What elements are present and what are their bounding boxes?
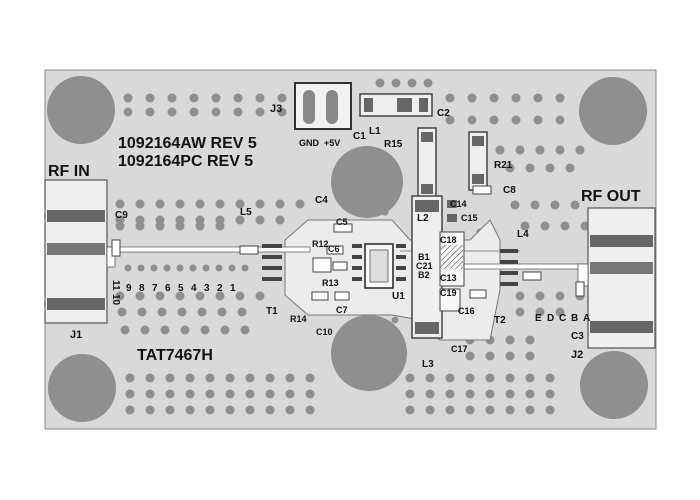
ref-c15: C15 — [461, 213, 478, 223]
l1-inductor — [359, 93, 433, 117]
ref-c21: C21 — [416, 261, 433, 271]
ref-l2: L2 — [417, 213, 429, 224]
part-line-2: 1092164PC REV 5 — [118, 153, 253, 170]
pad-number-row: 10 9 8 7 6 5 4 3 2 1 11 — [110, 280, 236, 306]
pad-number-6: 6 — [165, 283, 171, 294]
top-thermal-hole — [331, 146, 403, 218]
gnd-pin-label: GND — [299, 138, 320, 148]
t1-transformer — [262, 244, 282, 281]
t2-transformer — [500, 249, 518, 286]
mounting-holes — [47, 76, 648, 422]
pad-number-2: 2 — [217, 283, 223, 294]
pad-number-8: 8 — [139, 283, 145, 294]
board-name: TAT7467H — [137, 347, 213, 364]
ref-t2: T2 — [494, 315, 506, 326]
pad-number-3: 3 — [204, 283, 210, 294]
rf-out-label: RF OUT — [581, 188, 641, 205]
ref-l4: L4 — [517, 229, 529, 240]
j3-power-header — [294, 82, 352, 130]
right-capacitor-column — [439, 185, 492, 312]
pad-letter-d: D — [547, 313, 554, 324]
ref-c5: C5 — [336, 217, 348, 227]
pad-letter-row: E D C B A — [535, 313, 590, 324]
r15-resistor — [417, 127, 437, 199]
ref-c6: C6 — [328, 244, 340, 254]
ref-c18: C18 — [440, 235, 457, 245]
ref-c14: C14 — [450, 199, 467, 209]
ref-b2: B2 — [418, 270, 430, 280]
ref-c7: C7 — [336, 305, 348, 315]
bottom-thermal-hole — [331, 315, 407, 391]
ref-c3: C3 — [571, 331, 584, 342]
ref-c4: C4 — [315, 195, 328, 206]
ref-c8: C8 — [503, 185, 516, 196]
pad-number-1: 1 — [230, 283, 236, 294]
pad-number-10: 10 — [110, 294, 121, 306]
ref-c19: C19 — [440, 288, 457, 298]
silkscreen-text: 1092164AW REV 5 1092164PC REV 5 TAT7467H… — [48, 103, 641, 370]
ref-t1: T1 — [266, 306, 278, 317]
ref-c2: C2 — [437, 108, 450, 119]
ref-r15: R15 — [384, 139, 403, 150]
j2-label: J2 — [571, 349, 583, 361]
pad-number-11: 11 — [110, 280, 121, 291]
ref-r14: R14 — [290, 314, 307, 324]
l2-l3-inductor-block — [411, 195, 443, 339]
r21-resistor — [468, 131, 488, 191]
pad-letter-a: A — [583, 313, 590, 324]
ref-c9: C9 — [115, 210, 128, 221]
rf-in-connector — [44, 179, 116, 324]
j1-label: J1 — [70, 329, 82, 341]
ref-r21: R21 — [494, 160, 513, 171]
pad-number-4: 4 — [191, 283, 197, 294]
rf-out-connector — [577, 207, 656, 349]
ref-u1: U1 — [392, 291, 405, 302]
u1-ic — [352, 243, 406, 289]
via-array — [115, 78, 590, 415]
pad-letter-b: B — [571, 313, 578, 324]
part-line-1: 1092164AW REV 5 — [118, 135, 257, 152]
ref-l3: L3 — [422, 359, 434, 370]
ref-l1: L1 — [369, 126, 381, 137]
vcc-pin-label: +5V — [324, 138, 340, 148]
pad-number-9: 9 — [126, 283, 132, 294]
ref-r12: R12 — [312, 239, 329, 249]
ref-c16: C16 — [458, 306, 475, 316]
j3-label: J3 — [270, 103, 282, 115]
pad-number-7: 7 — [152, 283, 158, 294]
ref-c17: C17 — [451, 344, 468, 354]
pad-letter-c: C — [559, 313, 566, 324]
pad-letter-e: E — [535, 313, 542, 324]
ref-r13: R13 — [322, 278, 339, 288]
ref-c10: C10 — [316, 327, 333, 337]
ref-c13: C13 — [440, 273, 457, 283]
ref-c1: C1 — [353, 131, 366, 142]
pad-number-5: 5 — [178, 283, 184, 294]
ref-b1: B1 — [418, 252, 430, 262]
ref-l5: L5 — [240, 207, 252, 218]
rf-in-label: RF IN — [48, 163, 90, 180]
small-passives — [111, 223, 585, 301]
